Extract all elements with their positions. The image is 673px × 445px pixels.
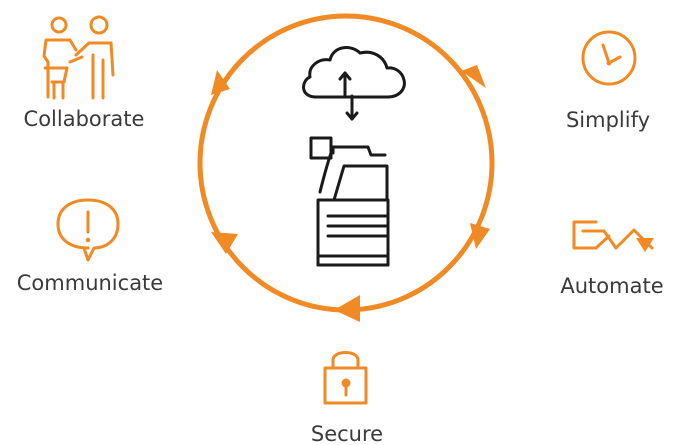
multifunction-printer-icon xyxy=(309,136,390,267)
cycle-arrowhead xyxy=(211,232,238,254)
clock-icon xyxy=(581,30,637,86)
node-collaborate: Collaborate xyxy=(24,15,145,131)
cycle-arrowhead xyxy=(334,295,360,322)
automation-arrows-icon xyxy=(572,220,654,252)
speech-bubble-exclamation-icon xyxy=(56,198,120,262)
cycle-arrowhead xyxy=(461,65,486,88)
node-label-automate: Automate xyxy=(560,274,663,298)
cycle-arrowhead xyxy=(211,70,230,95)
padlock-icon xyxy=(323,351,368,405)
node-label-secure: Secure xyxy=(311,422,383,445)
node-label-collaborate: Collaborate xyxy=(24,107,145,131)
node-communicate: Communicate xyxy=(17,198,163,295)
cycle-ring xyxy=(197,13,495,322)
cloud-upload-download-icon xyxy=(302,46,406,121)
node-simplify: Simplify xyxy=(566,30,650,132)
node-label-communicate: Communicate xyxy=(17,271,163,295)
people-handshake-icon xyxy=(42,15,115,100)
node-automate: Automate xyxy=(560,220,664,298)
node-label-simplify: Simplify xyxy=(566,108,650,132)
cycle-arrowhead xyxy=(470,223,490,249)
node-secure: Secure xyxy=(311,351,383,445)
